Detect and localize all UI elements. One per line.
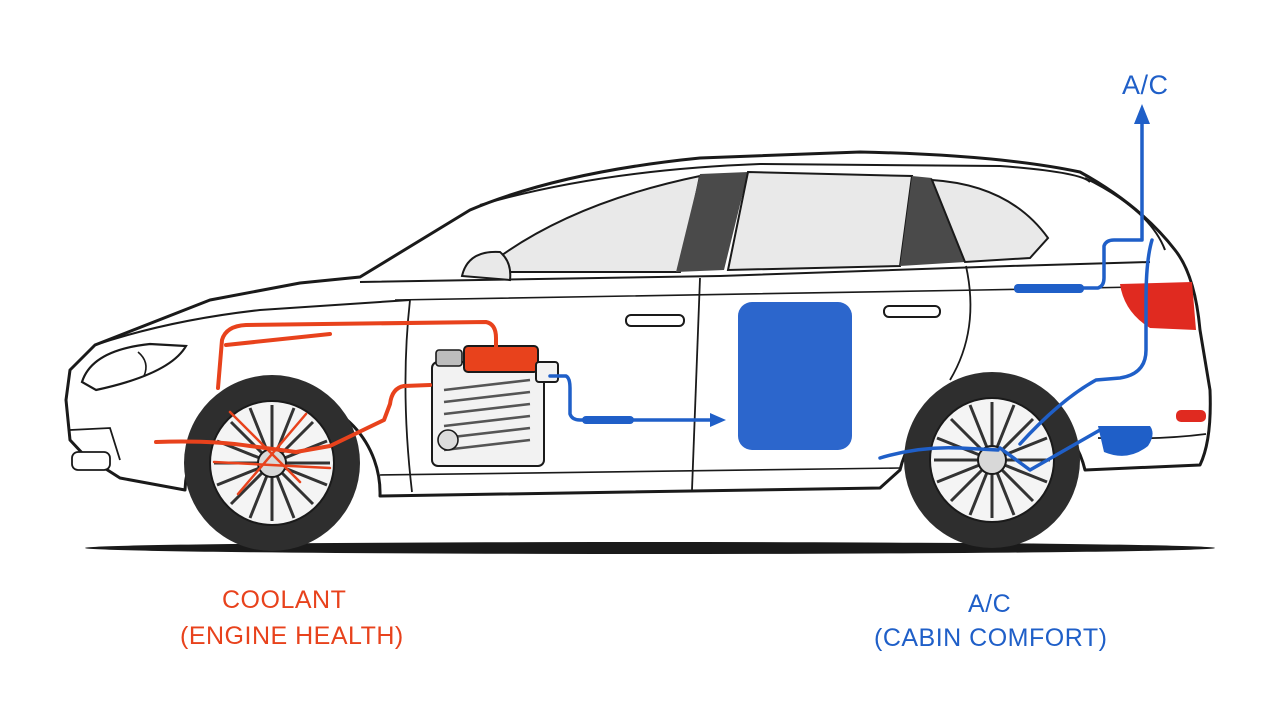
ac-label: A/C — [968, 590, 1012, 618]
ac-rear-component — [1098, 426, 1153, 456]
ac-sublabel: (CABIN COMFORT) — [874, 624, 1108, 652]
side-line — [394, 285, 1191, 301]
rear-window-line — [1084, 177, 1166, 251]
arrow-right-icon — [710, 413, 726, 427]
hood-line — [94, 299, 411, 346]
headlight-inner — [137, 351, 147, 377]
ground-shadow — [85, 542, 1215, 554]
middle-door-seam — [691, 277, 701, 491]
cabin-evaporator — [738, 302, 852, 450]
roof-line — [479, 162, 1091, 206]
ac-top-label: A/C — [1122, 70, 1169, 100]
rear-door-seam — [949, 265, 972, 381]
a-pillar — [676, 172, 748, 272]
front-bumper-line — [69, 427, 121, 461]
rear-reflector — [1176, 410, 1206, 422]
ac-line-segment-rear — [1014, 284, 1084, 293]
tail-light — [1120, 282, 1196, 330]
rear-door-handle — [883, 305, 941, 318]
rear-door-window — [726, 170, 914, 272]
ac-line-segment-front — [582, 416, 634, 424]
side-mirror — [460, 250, 512, 282]
ac-lines — [548, 116, 1154, 472]
front-wheel — [184, 375, 360, 551]
coolant-label: COOLANT — [222, 586, 347, 614]
coolant-sublabel: (ENGINE HEALTH) — [180, 622, 404, 650]
belt-line — [359, 261, 1151, 283]
c-pillar — [900, 176, 965, 266]
engine-block — [431, 345, 559, 467]
sill-line — [379, 467, 901, 476]
arrow-up-icon — [1134, 104, 1150, 124]
front-door-handle — [625, 314, 685, 327]
rear-quarter-window — [930, 178, 1050, 264]
coolant-lines — [154, 320, 498, 496]
rear-wheel — [904, 372, 1080, 548]
fog-light — [71, 451, 111, 471]
headlight — [80, 342, 188, 392]
front-window — [477, 174, 702, 273]
